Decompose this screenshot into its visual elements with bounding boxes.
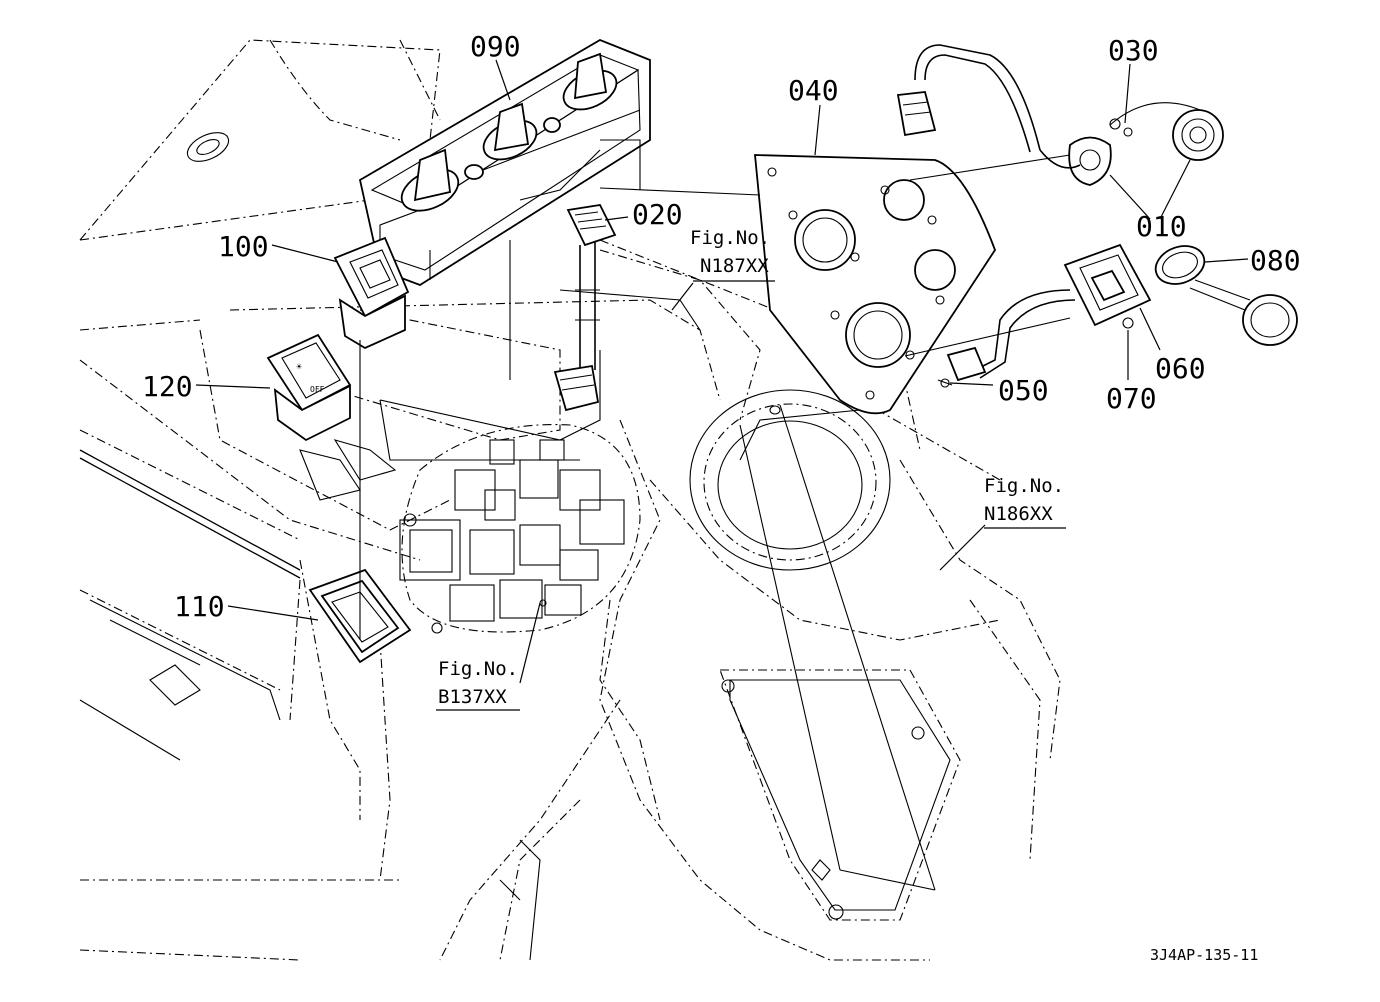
label-050: 050: [998, 374, 1049, 407]
label-070: 070: [1106, 382, 1157, 415]
label-090: 090: [470, 30, 521, 63]
console-housing: [79, 39, 1061, 961]
label-080: 080: [1250, 244, 1301, 277]
label-030: 030: [1108, 34, 1159, 67]
rocker-switch-120: ☀ OFF: [266, 333, 352, 442]
mounting-plate-040: [754, 154, 997, 415]
figure-ref-n186: Fig.No. N186XX: [984, 475, 1066, 529]
drawing-code: 3J4AP-135-11: [1150, 946, 1258, 964]
part-labels: 010 020 030 040 050 060 070 080 090 100 …: [142, 30, 1301, 623]
figure-ref-b137: Fig.No. B137XX: [436, 658, 520, 711]
figure-ref-n187: Fig.No. N187XX: [690, 227, 775, 282]
switch-panel-090: [358, 39, 651, 286]
label-110: 110: [174, 590, 225, 623]
label-100: 100: [218, 230, 269, 263]
figure-ref-n187-caption: Fig.No.: [690, 227, 770, 249]
power-socket-010: [896, 44, 1224, 186]
cup-holder-recess: [689, 389, 891, 571]
relay-box: [399, 424, 641, 634]
socket-060: [937, 243, 1152, 388]
cap-080: [1154, 245, 1298, 346]
svg-text:☀: ☀: [296, 362, 302, 373]
label-010: 010: [1136, 210, 1187, 243]
label-020: 020: [632, 198, 683, 231]
figure-ref-n186-caption: Fig.No.: [984, 475, 1064, 497]
wire-harness-020: [553, 204, 617, 412]
rocker-switch-100: [333, 236, 410, 350]
label-040: 040: [788, 74, 839, 107]
svg-text:OFF: OFF: [310, 385, 325, 394]
label-120: 120: [142, 370, 193, 403]
figure-ref-n187-number: N187XX: [700, 255, 769, 277]
label-060: 060: [1155, 352, 1206, 385]
storage-tray: [719, 669, 961, 921]
figure-ref-b137-caption: Fig.No.: [438, 658, 518, 680]
figure-ref-b137-number: B137XX: [438, 686, 507, 708]
leader-lines: [195, 59, 1249, 891]
figure-ref-n186-number: N186XX: [984, 503, 1053, 525]
